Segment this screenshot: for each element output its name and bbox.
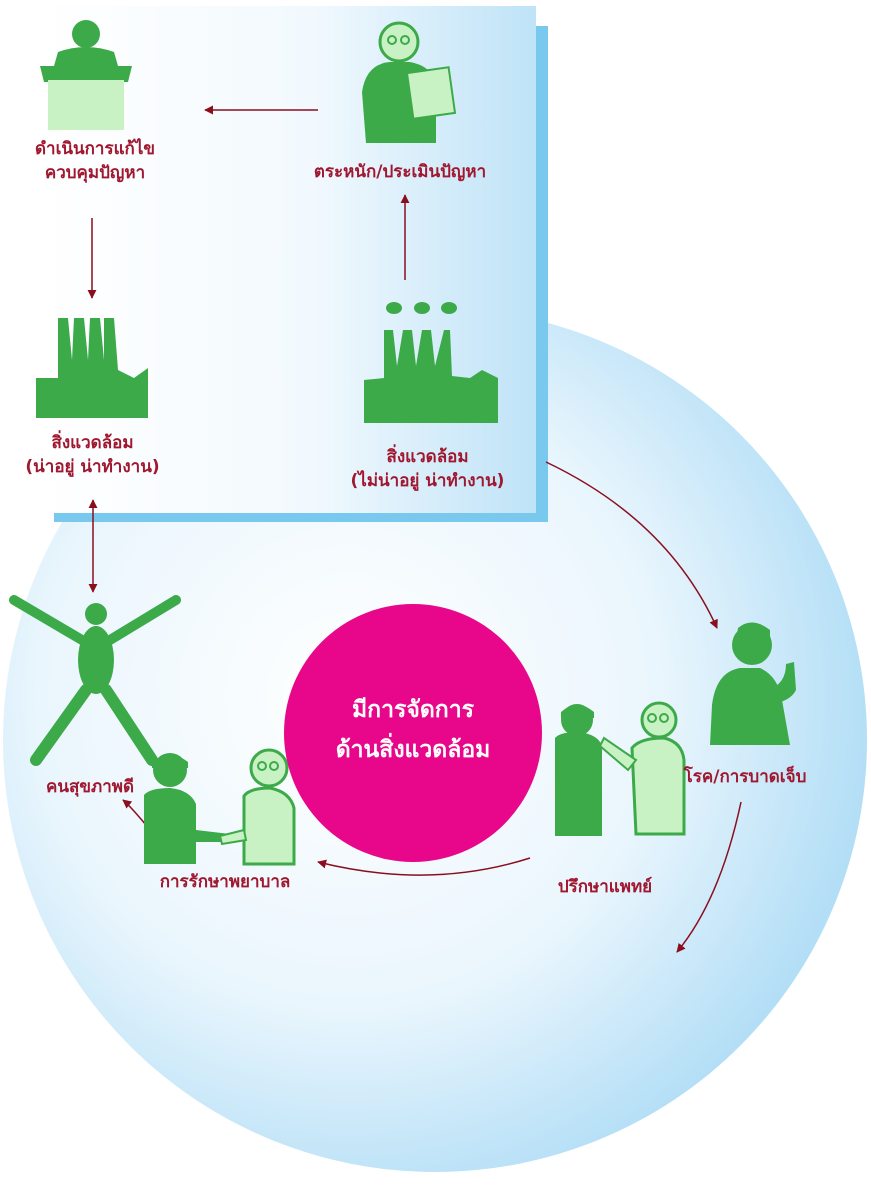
arrow-consult-to-treatment [317,857,531,876]
healthy-label: คนสุขภาพดี [46,777,134,797]
control-label: ดำเนินการแก้ไข ควบคุมปัญหา [34,139,156,183]
factory-polluting-icon [364,302,498,423]
inspector-clipboard-icon [362,21,457,143]
assess-label: ตระหนัก/ประเมินปัญหา [313,162,487,182]
factory-clean-icon [36,318,148,418]
handshake-treatment-icon [144,748,296,866]
arrow-bad-env-to-illness [545,461,718,629]
center-circle [284,604,542,862]
illness-label: โรค/การบาดเจ็บ [683,767,807,787]
podium-speaker-icon [40,20,132,130]
flow-arrows [87,105,742,953]
center-title: มีการจัดการ ด้านสิ่งแวดล้อม [335,697,491,763]
doctor-consult-icon [555,701,686,836]
bad-env-label: สิ่งแวดล้อม (ไม่น่าอยู่ น่าทำงาน) [350,447,505,491]
sick-worker-icon [710,622,796,745]
consult-label: ปรึกษาแพทย์ [557,877,653,897]
treatment-label: การรักษาพยาบาล [159,872,291,892]
good-env-label: สิ่งแวดล้อม (น่าอยู่ น่าทำงาน) [25,433,160,477]
arrow-illness-to-consult [676,801,742,953]
healthy-person-icon [9,595,181,766]
